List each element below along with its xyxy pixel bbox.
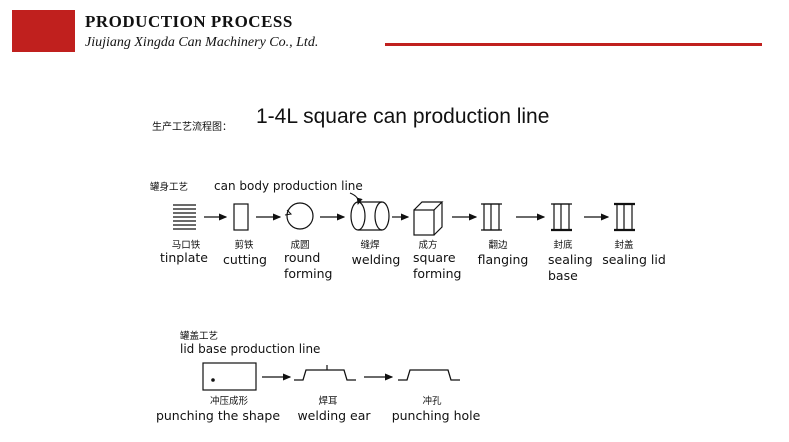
- lid-section-zh: 罐盖工艺: [180, 330, 218, 342]
- can-body-section-zh: 罐身工艺: [150, 181, 188, 193]
- step-label-en: welding: [352, 252, 401, 267]
- step-label-zh: 剪铁: [234, 239, 254, 251]
- welded-cylinder-icon: [350, 201, 390, 231]
- header-title: PRODUCTION PROCESS: [85, 12, 293, 31]
- step-label-en: tinplate: [160, 250, 208, 265]
- main-title: 1-4L square can production line: [256, 105, 550, 128]
- step-label-zh: 封底: [553, 239, 573, 251]
- step-label-en: sealing lid: [602, 252, 666, 267]
- step-label-zh: 焊耳: [318, 395, 337, 407]
- tinplate-stack-icon: [173, 204, 196, 230]
- sealed-base-icon: [551, 203, 572, 232]
- sealed-lid-icon: [614, 202, 635, 232]
- header-divider-line: [385, 43, 762, 46]
- step-label-en: forming: [284, 266, 332, 281]
- round-forming-icon: [284, 202, 314, 230]
- can-body-pointer: [349, 192, 363, 205]
- step-label-en: square: [413, 250, 456, 265]
- step-label-zh: 冲孔: [422, 395, 442, 407]
- step-label-zh: 翻边: [488, 240, 508, 251]
- flow-chart-label: 生产工艺流程图：: [152, 122, 232, 133]
- step-label-zh: 马口铁: [172, 239, 201, 251]
- step-label-zh: 冲压成形: [210, 395, 249, 407]
- step-label-en: flanging: [478, 252, 529, 267]
- welded-ear-lid-icon: [294, 369, 356, 381]
- step-label-en: welding ear: [297, 408, 371, 423]
- header-color-block: [12, 10, 75, 52]
- step-label-en: punching the shape: [156, 408, 280, 423]
- step-label-zh: 成方: [418, 239, 437, 251]
- square-box-icon: [413, 201, 444, 236]
- step-label-en: base: [548, 268, 578, 283]
- step-label-zh: 封盖: [614, 239, 634, 251]
- step-label-zh: 缝焊: [360, 239, 380, 251]
- can-body-section-en: can body production line: [214, 179, 363, 193]
- header-subtitle: Jiujiang Xingda Can Machinery Co., Ltd.: [85, 35, 319, 50]
- step-label-en: sealing: [548, 252, 593, 267]
- punched-blank-icon: [202, 362, 257, 391]
- lid-section-en: lid base production line: [180, 342, 320, 356]
- step-label-en: punching hole: [392, 408, 481, 423]
- step-label-en: round: [284, 250, 320, 265]
- step-label-en: cutting: [223, 252, 267, 267]
- step-label-zh: 成圆: [290, 239, 309, 251]
- punched-hole-lid-icon: [398, 369, 460, 381]
- step-label-en: forming: [413, 266, 461, 281]
- cut-sheet-icon: [233, 203, 249, 231]
- flanged-body-icon: [481, 203, 502, 231]
